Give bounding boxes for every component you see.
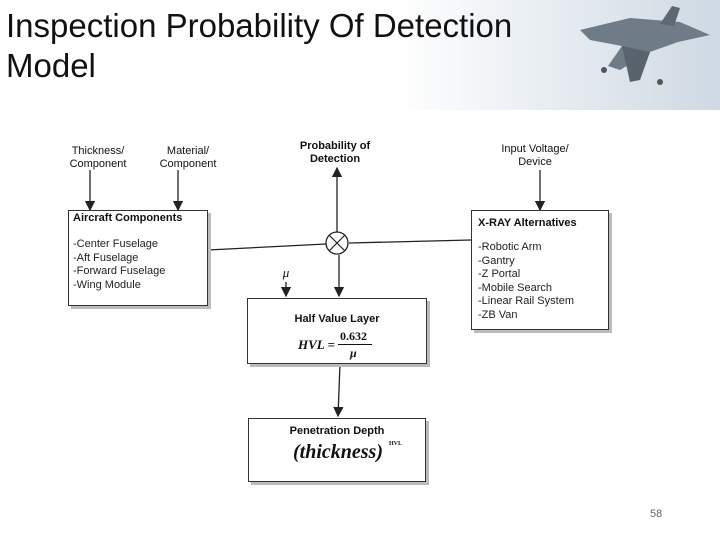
hvl-denominator: μ: [350, 346, 357, 360]
penetration-depth-title: Penetration Depth: [289, 425, 385, 437]
fighter-jet-icon: [580, 6, 710, 85]
penetration-formula: (thickness) HVL: [293, 441, 402, 464]
list-item: -Mobile Search: [478, 281, 552, 294]
list-item: -Wing Module: [73, 278, 141, 291]
hvl-lhs: HVL =: [298, 337, 335, 352]
hvl-numerator: 0.632: [340, 329, 367, 343]
list-item: -Forward Fuselage: [73, 265, 166, 277]
line-xray-to-node: [348, 239, 472, 244]
aircraft-components-list: -Center Fuselage -Aft Fuselage -Forward …: [73, 238, 203, 292]
list-item: -Gantry: [478, 254, 515, 267]
aircraft-components-box: Aircraft Components -Center Fuselage -Af…: [68, 210, 208, 306]
mu-input-label: μ: [282, 265, 290, 280]
pod-label: Probability of Detection: [299, 140, 371, 165]
penetration-base: (thickness): [293, 441, 383, 463]
input-material-label: Material/ Component: [159, 145, 217, 170]
hvl-fraction-bar: [338, 344, 372, 345]
arrow-hvl-to-pen: [333, 363, 344, 418]
line-aircraft-to-node: [207, 243, 327, 251]
input-voltage-label: Input Voltage/ Device: [501, 143, 569, 168]
input-thickness-label: Thickness/ Component: [69, 145, 127, 170]
xray-alternatives-list: -Robotic Arm -Gantry -Z Portal -Mobile S…: [478, 241, 602, 322]
slide-title: Inspection Probability Of Detection Mode…: [6, 7, 513, 84]
header-banner: [0, 0, 720, 110]
xray-alternatives-title: X-RAY Alternatives: [478, 217, 577, 229]
penetration-exponent: HVL: [389, 441, 403, 447]
penetration-depth-box: Penetration Depth (thickness) HVL: [248, 418, 426, 482]
list-item: -Robotic Arm: [478, 241, 542, 253]
list-item: -Linear Rail System: [478, 295, 574, 307]
list-item: -ZB Van: [478, 308, 518, 321]
half-value-layer-title: Half Value Layer: [294, 313, 380, 325]
list-item: -Center Fuselage: [73, 238, 158, 250]
half-value-layer-box: Half Value Layer HVL = 0.632 μ: [247, 298, 427, 364]
list-item: -Aft Fuselage: [73, 251, 139, 264]
list-item: -Z Portal: [478, 268, 521, 280]
aircraft-components-title: Aircraft Components: [73, 212, 183, 224]
page-number: 58: [650, 508, 663, 520]
xray-alternatives-box: X-RAY Alternatives -Robotic Arm -Gantry …: [471, 210, 609, 330]
pod-node-icon: [325, 231, 349, 255]
